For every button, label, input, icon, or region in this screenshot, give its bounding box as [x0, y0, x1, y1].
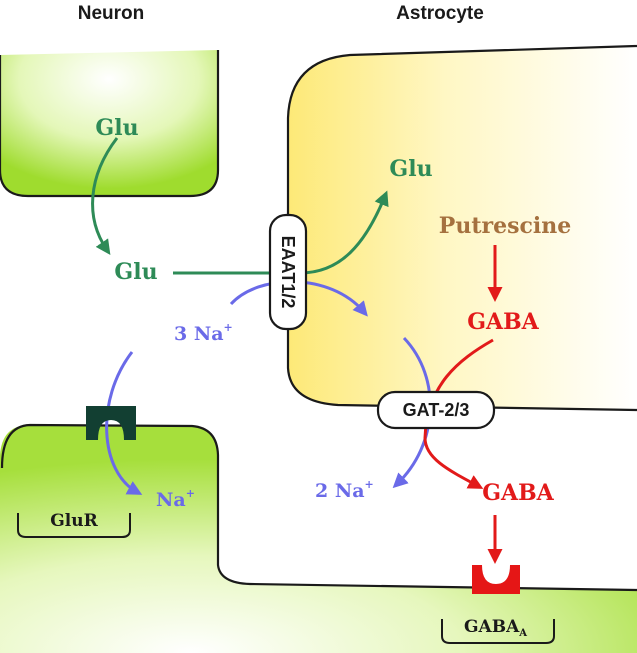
na-two-text: 2 Na: [315, 480, 365, 502]
na-two-label: 2 Na+: [315, 478, 374, 502]
astrocyte-membrane: [286, 44, 637, 412]
putrescine-label: Putrescine: [439, 213, 571, 239]
gaba-efflux-arrow: [423, 338, 494, 489]
presynaptic-membrane: [0, 50, 220, 198]
glu-release-arrow: [91, 137, 119, 255]
na-receptor-arrow: [105, 351, 143, 495]
eaat-transporter-body: [268, 213, 308, 331]
glur-label: GluR: [50, 511, 98, 531]
glu-label-presynaptic: Glu: [95, 115, 138, 141]
gaba-a-bracket: [441, 619, 555, 644]
eaat-transporter[interactable]: EAAT1/2: [268, 213, 308, 331]
astrocyte-header: Astrocyte: [396, 3, 484, 24]
glu-receptor-icon: [86, 406, 136, 440]
na-single-label: Na+: [156, 487, 195, 511]
eaat-label: EAAT1/2: [278, 236, 298, 309]
gaba-a-receptor-icon: [472, 565, 520, 594]
na-single-superscript: +: [186, 487, 195, 500]
gaba-label-cleft: GABA: [482, 480, 554, 506]
na-single-text: Na: [156, 489, 186, 511]
postsynaptic-membrane: [0, 423, 637, 592]
gat-transporter-body: [376, 390, 496, 430]
glur-bracket: [17, 513, 131, 538]
gaba-a-text: GABA: [464, 617, 520, 637]
glu-label-cleft: Glu: [114, 259, 157, 285]
astrocyte-cell: [288, 46, 637, 410]
gat-transporter[interactable]: GAT-2/3: [376, 390, 496, 430]
glu-label-astrocyte: Glu: [389, 156, 432, 182]
postsynaptic-neuron: [0, 425, 637, 653]
gaba-a-label: GABAA: [464, 617, 527, 639]
na-two-superscript: +: [365, 478, 374, 491]
na-three-superscript: +: [224, 321, 233, 334]
na-three-text: 3 Na: [174, 323, 224, 345]
gaba-a-subscript: A: [518, 628, 527, 639]
presynaptic-neuron-terminal: [0, 50, 218, 196]
neuron-header: Neuron: [78, 3, 145, 24]
na-three-label: 3 Na+: [174, 321, 233, 345]
gaba-label-astrocyte: GABA: [467, 309, 539, 335]
gat-label: GAT-2/3: [403, 400, 470, 420]
glu-uptake-arrow: [299, 190, 389, 275]
